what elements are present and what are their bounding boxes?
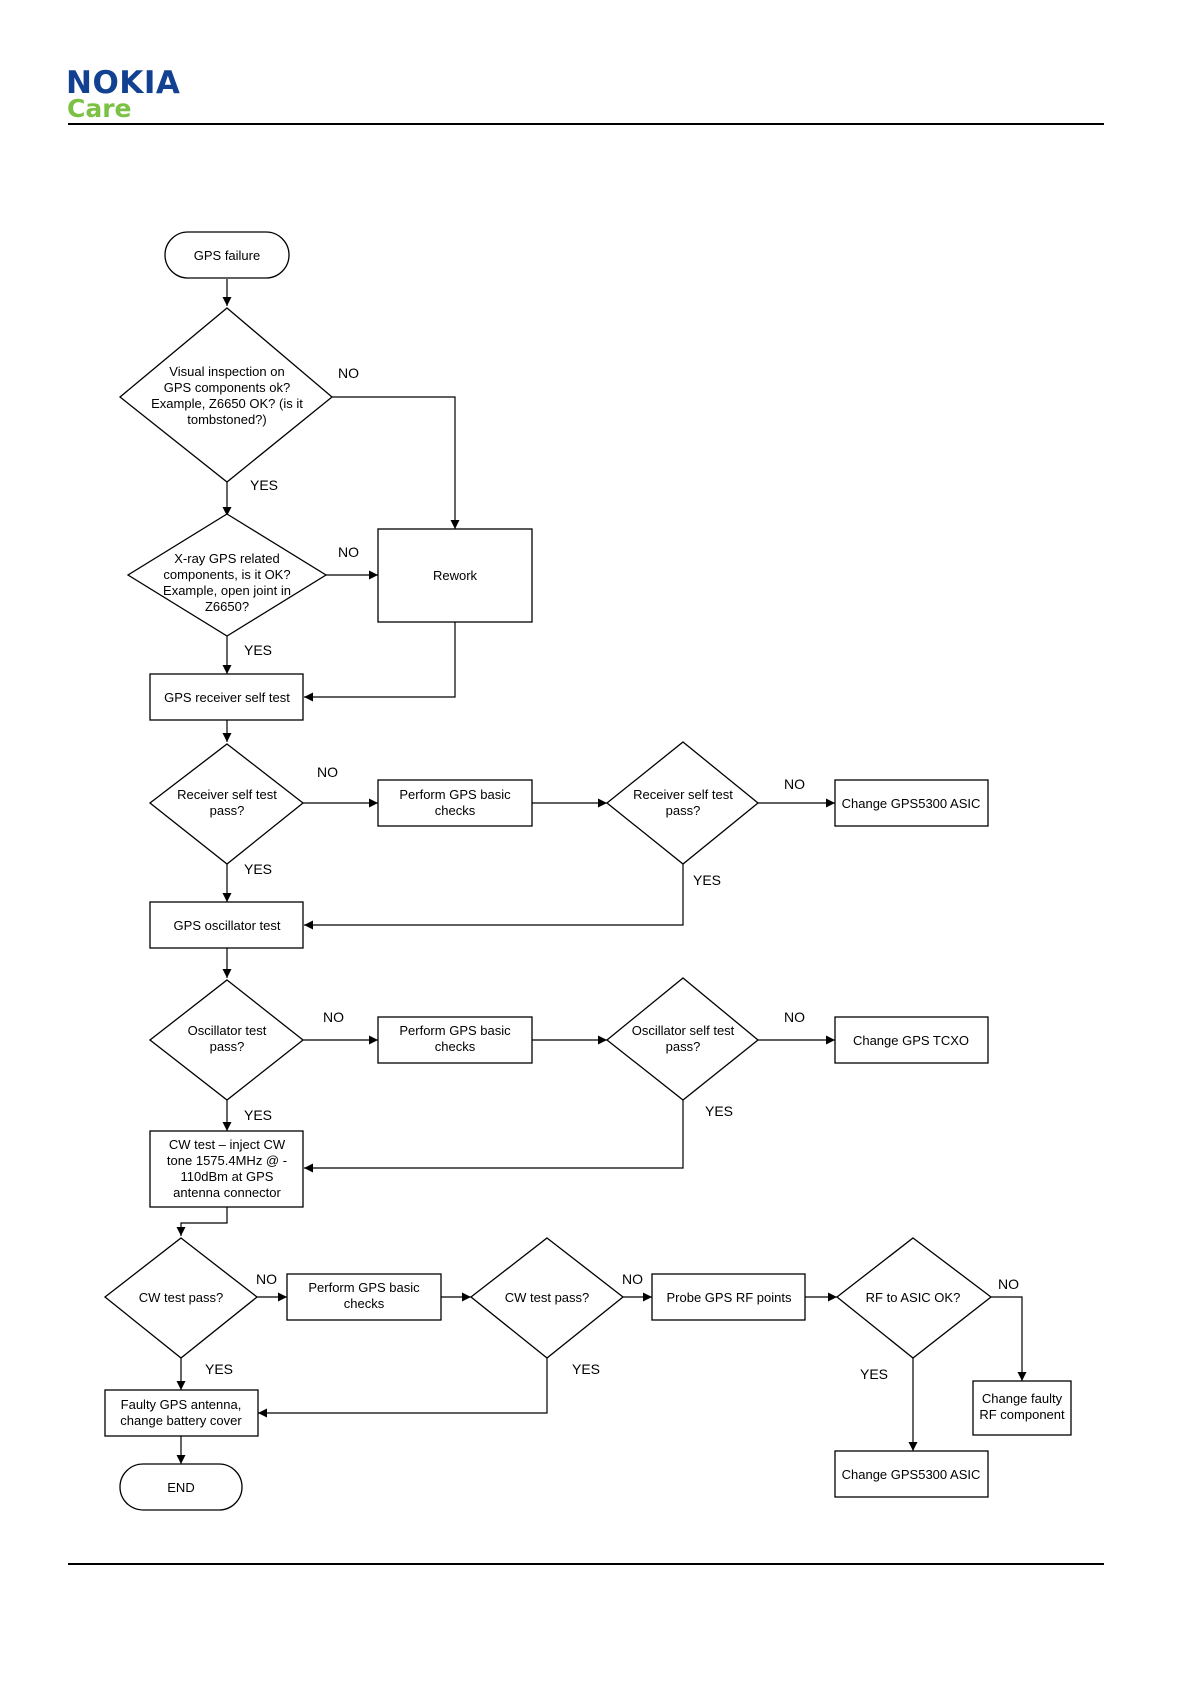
receiver-self-test-label: GPS receiver self test <box>164 690 290 705</box>
rf-asic-yes-label: YES <box>860 1366 888 1382</box>
oscillator-pass-line-1: Oscillator test <box>188 1023 267 1038</box>
faulty-antenna-line-2: change battery cover <box>120 1413 242 1428</box>
connector-visual-no <box>332 396 460 529</box>
change-asic-box-2 <box>834 1450 989 1498</box>
xray-line-1: X-ray GPS related <box>174 551 280 566</box>
oscillator-pass-line-2: pass? <box>210 1039 245 1054</box>
oscillator-pass-decision <box>148 979 305 1101</box>
cw-test-line-4: antenna connector <box>173 1185 281 1200</box>
basic-checks-box-3 <box>286 1273 442 1321</box>
visual-inspection-decision <box>118 307 334 483</box>
change-asic-2-label: Change GPS5300 ASIC <box>842 1467 981 1482</box>
receiver-pass-2-line-1: Receiver self test <box>633 787 733 802</box>
cw-test-line-3: 110dBm at GPS <box>181 1169 274 1184</box>
start-terminal <box>164 231 290 279</box>
connectors <box>176 279 1027 1464</box>
rework-label: Rework <box>433 568 478 583</box>
faulty-antenna-line-1: Faulty GPS antenna, <box>121 1397 242 1412</box>
footer-rule <box>68 1563 1104 1565</box>
receiver-pass-2-line-2: pass? <box>666 803 701 818</box>
cw-2-no-label: NO <box>622 1271 643 1287</box>
visual-line-1: Visual inspection on <box>169 364 284 379</box>
cw-2-yes-label: YES <box>572 1361 600 1377</box>
cw-pass-decision <box>103 1237 259 1359</box>
oscillator-test-label: GPS oscillator test <box>174 918 281 933</box>
connector-rework-to-selftest <box>304 622 456 702</box>
cw-test-line-2: tone 1575.4MHz @ - <box>167 1153 287 1168</box>
receiver-pass-line-1: Receiver self test <box>177 787 277 802</box>
header-rule <box>68 123 1104 125</box>
change-asic-1-label: Change GPS5300 ASIC <box>842 796 981 811</box>
basic-checks-2-line-1: Perform GPS basic <box>399 1023 511 1038</box>
basic-checks-3-line-2: checks <box>344 1296 385 1311</box>
xray-line-4: Z6650? <box>205 599 249 614</box>
cw-pass-2-label: CW test pass? <box>505 1290 590 1305</box>
change-tcxo-box <box>834 1016 989 1064</box>
connector-cwtest-to-cwpass <box>176 1207 228 1236</box>
xray-line-2: components, is it OK? <box>163 567 290 582</box>
cw-pass-2-decision <box>469 1237 625 1359</box>
connector-rfasic-no <box>991 1296 1027 1381</box>
change-rf-line-2: RF component <box>979 1407 1065 1422</box>
oscillator-no-label: NO <box>323 1009 344 1025</box>
cw-yes-label: YES <box>205 1361 233 1377</box>
change-rf-component-box <box>972 1380 1072 1436</box>
xray-decision <box>126 513 328 637</box>
cw-test-box <box>149 1130 304 1208</box>
receiver-2-no-label: NO <box>784 776 805 792</box>
rf-asic-label: RF to ASIC OK? <box>866 1290 961 1305</box>
oscillator-self-pass-decision <box>605 977 760 1101</box>
connector-cwpass2-yes <box>258 1358 548 1418</box>
basic-checks-box-2 <box>377 1016 533 1064</box>
probe-rf-box <box>651 1273 806 1321</box>
oscillator-self-pass-line-1: Oscillator self test <box>632 1023 735 1038</box>
faulty-antenna-box <box>104 1389 259 1437</box>
receiver-2-yes-label: YES <box>693 872 721 888</box>
basic-checks-2-line-2: checks <box>435 1039 476 1054</box>
connector-oscself-yes <box>304 1100 684 1173</box>
cw-no-label: NO <box>256 1271 277 1287</box>
oscillator-yes-label: YES <box>244 1107 272 1123</box>
receiver-pass-2-decision <box>605 741 760 865</box>
basic-checks-3-line-1: Perform GPS basic <box>308 1280 420 1295</box>
basic-checks-1-line-1: Perform GPS basic <box>399 787 511 802</box>
oscillator-self-pass-line-2: pass? <box>666 1039 701 1054</box>
xray-line-3: Example, open joint in <box>163 583 291 598</box>
oscillator-self-yes-label: YES <box>705 1103 733 1119</box>
receiver-self-test-box <box>149 673 304 721</box>
change-asic-box-1 <box>834 779 989 827</box>
probe-rf-label: Probe GPS RF points <box>667 1290 792 1305</box>
cw-test-line-1: CW test – inject CW <box>169 1137 286 1152</box>
xray-no-label: NO <box>338 544 359 560</box>
change-tcxo-label: Change GPS TCXO <box>853 1033 969 1048</box>
visual-line-3: Example, Z6650 OK? (is it <box>151 396 303 411</box>
oscillator-self-no-label: NO <box>784 1009 805 1025</box>
connector-receiver2-yes <box>304 864 684 930</box>
visual-no-label: NO <box>338 365 359 381</box>
logo-nokia-wordmark: NOKIA <box>66 65 181 101</box>
receiver-no-label: NO <box>317 764 338 780</box>
rework-box <box>377 528 533 623</box>
cw-pass-label: CW test pass? <box>139 1290 224 1305</box>
end-terminal <box>119 1463 243 1511</box>
rf-asic-decision <box>835 1237 993 1359</box>
visual-line-4: tombstoned?) <box>187 412 267 427</box>
rf-asic-no-label: NO <box>998 1276 1019 1292</box>
receiver-pass-decision <box>148 743 305 865</box>
receiver-yes-label: YES <box>244 861 272 877</box>
start-label: GPS failure <box>194 248 260 263</box>
visual-yes-label: YES <box>250 477 278 493</box>
change-rf-line-1: Change faulty <box>982 1391 1063 1406</box>
basic-checks-box-1 <box>377 779 533 827</box>
receiver-pass-line-2: pass? <box>210 803 245 818</box>
visual-line-2: GPS components ok? <box>164 380 290 395</box>
basic-checks-1-line-2: checks <box>435 803 476 818</box>
end-label: END <box>167 1480 194 1495</box>
xray-yes-label: YES <box>244 642 272 658</box>
logo-care-wordmark: Care <box>67 94 132 123</box>
nokia-care-logo: NOKIA Care <box>66 66 206 126</box>
oscillator-test-box <box>149 901 304 949</box>
